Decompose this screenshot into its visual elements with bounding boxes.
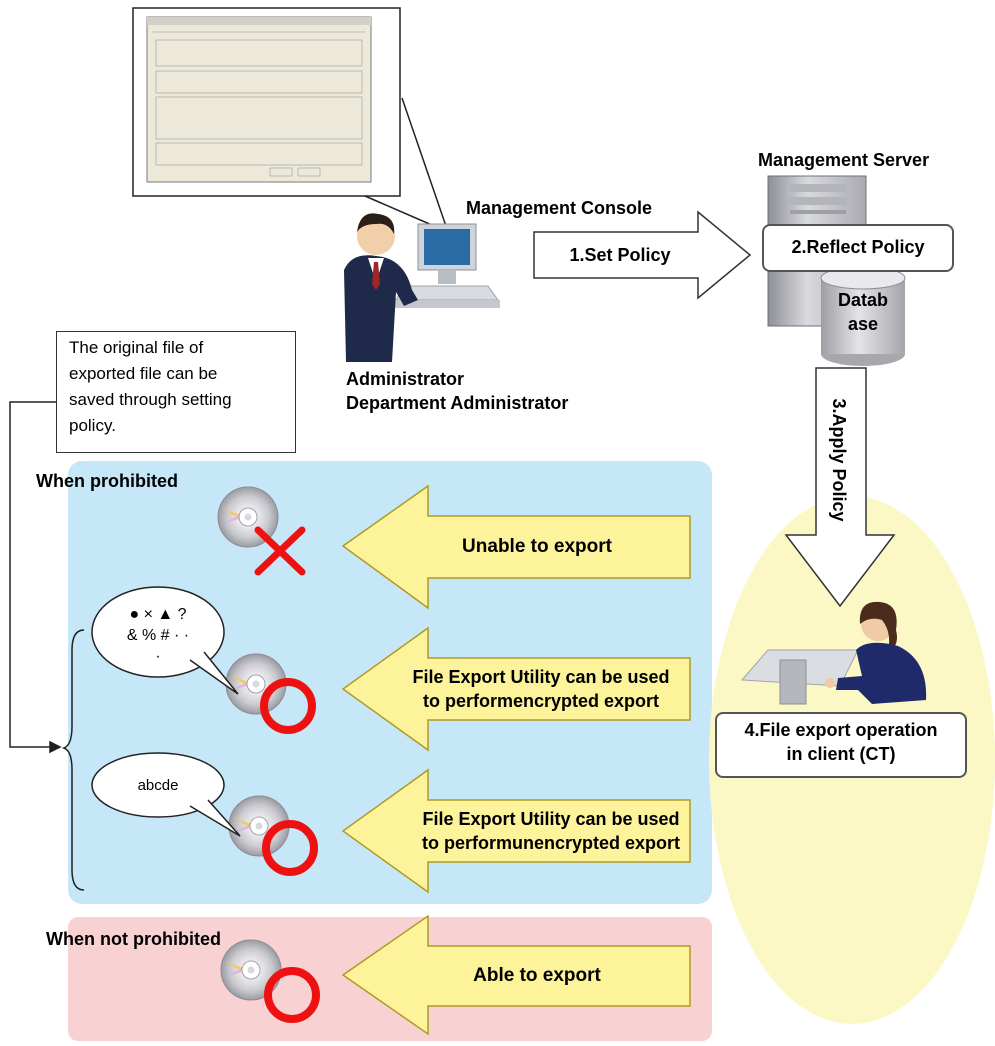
encrypted-export-label: File Export Utility can be used to perfo…	[386, 665, 696, 713]
apply-policy-label-wrap: 3.Apply Policy	[826, 372, 852, 542]
client-operation-line1: 4.File export operation	[744, 720, 938, 740]
plain-bubble-text: abcde	[137, 777, 179, 794]
unable-to-export-arrow	[341, 484, 691, 610]
database-label-line1: Datab	[837, 290, 888, 310]
when-prohibited-label: When prohibited	[36, 471, 178, 491]
able-to-export-arrow	[341, 914, 691, 1036]
policy-note-line1: The original file of	[69, 338, 204, 357]
unencrypted-export-line1: File Export Utility can be used	[422, 809, 680, 829]
client-operation-line2: in client (CT)	[786, 744, 896, 764]
management-console-label: Management Console	[466, 198, 653, 218]
circle-mark-icon	[260, 678, 316, 734]
reflect-policy-box: 2.Reflect Policy	[762, 224, 954, 272]
client-user-figure	[740, 601, 927, 705]
department-administrator-label: Department Administrator	[346, 393, 569, 413]
unencrypted-export-arrow	[341, 768, 691, 894]
administrator-label: Administrator	[346, 369, 465, 389]
unable-to-export-label: Unable to export	[462, 536, 612, 557]
encrypted-bubble-text: ● × ▲ ? & % # · · ·	[100, 604, 216, 667]
encrypted-bubble-line2: & % # · ·	[126, 627, 190, 644]
circle-mark-icon	[262, 820, 318, 876]
reflect-policy-label: 2.Reflect Policy	[791, 237, 925, 257]
apply-policy-label: 3.Apply Policy	[829, 398, 849, 522]
able-to-export-label: Able to export	[473, 965, 601, 986]
set-policy-arrow	[533, 210, 752, 300]
apply-policy-arrow	[784, 367, 896, 608]
unencrypted-export-label: File Export Utility can be used to perfo…	[386, 807, 716, 855]
encrypted-bubble-line3: ·	[155, 648, 161, 665]
policy-note: The original file of exported file can b…	[56, 331, 296, 453]
encrypted-bubble-line1: ● × ▲ ?	[129, 606, 187, 623]
plain-data-bubble	[91, 752, 241, 837]
policy-note-line2: exported file can be	[69, 364, 218, 383]
note-connector	[9, 401, 85, 891]
encrypted-export-arrow	[341, 626, 691, 752]
encrypted-data-bubble	[91, 586, 239, 695]
management-server-label: Management Server	[758, 150, 930, 170]
client-operation-box: 4.File export operation in client (CT)	[715, 712, 967, 778]
policy-note-line3: saved through setting	[69, 390, 232, 409]
set-policy-label: 1.Set Policy	[569, 245, 671, 265]
encrypted-export-line1: File Export Utility can be used	[412, 667, 670, 687]
database-icon	[820, 266, 906, 366]
cross-mark-icon	[254, 526, 306, 576]
settings-dialog-screenshot	[132, 7, 449, 233]
when-not-prohibited-label: When not prohibited	[46, 929, 221, 949]
database-label-line2: ase	[847, 314, 879, 334]
administrator-figure	[344, 213, 500, 362]
encrypted-export-line2: to performencrypted export	[422, 691, 660, 711]
database-label: Datab ase	[828, 288, 898, 336]
circle-mark-icon	[264, 967, 320, 1023]
policy-note-line4: policy.	[69, 416, 116, 435]
unencrypted-export-line2: to performunencrypted export	[421, 833, 681, 853]
